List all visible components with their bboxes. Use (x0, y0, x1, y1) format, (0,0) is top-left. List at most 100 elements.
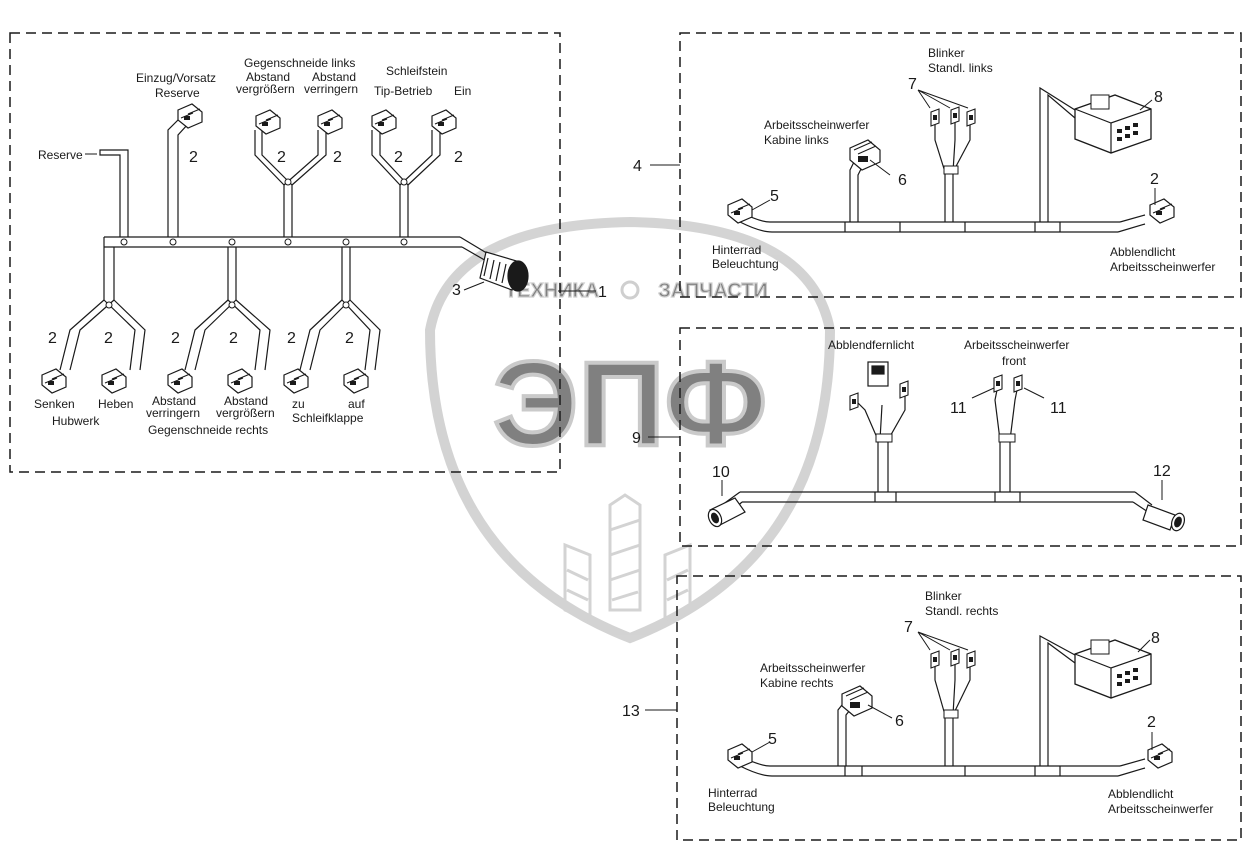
num-7-right: 7 (904, 619, 913, 636)
label-gegenschneide-links: Gegenschneide links (244, 56, 355, 70)
callout-1: 1 (598, 284, 607, 301)
plug-11a (993, 374, 1003, 393)
label-hinterrad-left-1: Hinterrad (712, 243, 761, 257)
cab-right-harness-panel: 13 Blinker Standl. rechts Arbeitssche (622, 575, 1242, 841)
connector-6-right (841, 685, 873, 717)
label-abstand-vr2-2: verringern (146, 406, 200, 420)
label-schleifklappe: Schleifklappe (292, 411, 364, 425)
label-abstand-vg-2: vergrößern (236, 82, 295, 96)
callout-4: 4 (633, 158, 642, 175)
num-2-abstand-vr-rechts: 2 (171, 330, 180, 347)
plug-7b-left (950, 106, 960, 125)
plug-11b (1013, 374, 1023, 393)
label-gegenschneide-rechts: Gegenschneide rechts (148, 423, 268, 437)
label-abstand-vg2-2: vergrößern (216, 406, 275, 420)
num-8-right: 8 (1151, 630, 1160, 647)
num-5-left: 5 (770, 188, 779, 205)
connector-2-left (1149, 198, 1175, 224)
num-2-tip-betrieb: 2 (394, 149, 403, 166)
label-abblend-left-1: Abblendlicht (1110, 245, 1176, 259)
label-abblend-left-2: Arbeitsscheinwerfer (1110, 260, 1215, 274)
round-connector-10 (707, 497, 746, 528)
num-7-left: 7 (908, 76, 917, 93)
callout-9: 9 (632, 430, 641, 447)
num-10: 10 (712, 464, 730, 481)
label-hubwerk: Hubwerk (52, 414, 100, 428)
num-2-abstand-vg-links: 2 (277, 149, 286, 166)
label-abstand-vr-2: verringern (304, 82, 358, 96)
plug-7c-right (966, 650, 976, 669)
connector-ein (431, 109, 457, 135)
label-abstand-vg2-1: Abstand (224, 394, 268, 408)
front-harness-panel: 9 (632, 327, 1242, 547)
main-harness-panel: Reserve Einzug/Vorsatz Reserve Gegenschn… (9, 32, 607, 473)
label-standl-rechts: Standl. rechts (925, 604, 998, 618)
label-blinker-left: Blinker (928, 46, 965, 60)
label-abblend-right-2: Arbeitsscheinwerfer (1108, 802, 1213, 816)
connector-8-right (1074, 639, 1152, 699)
label-einzug-vorsatz: Einzug/Vorsatz (136, 71, 216, 85)
connector-6-left (849, 139, 881, 171)
watermark-right-word: ЗАПЧАСТИ (658, 280, 768, 302)
connector-abstand-verringern-rechts (167, 368, 193, 394)
connector-senken (41, 368, 67, 394)
plug-7a-right (930, 650, 940, 669)
num-5-right: 5 (768, 731, 777, 748)
plug-abblend-b (899, 380, 909, 399)
label-ein: Ein (454, 84, 471, 98)
num-2-einzug: 2 (189, 149, 198, 166)
label-standl-links: Standl. links (928, 61, 993, 75)
num-2-abstand-vg-rechts: 2 (229, 330, 238, 347)
label-arbeit-front-2: front (1002, 354, 1027, 368)
watermark-logo-text: ЭПФ (493, 337, 767, 471)
connector-einzug (177, 103, 203, 129)
cab-left-harness-panel: 4 Blinker Standl. links Arbeitsschein (633, 32, 1242, 298)
plug-7a-left (930, 108, 940, 127)
label-arbeit-left-2: Kabine links (764, 133, 829, 147)
label-einzug-reserve: Reserve (155, 86, 200, 100)
watermark-shield-outline (424, 216, 836, 644)
plug-abblend-a (849, 392, 859, 411)
connector-abstand-vergroessern-rechts (227, 368, 253, 394)
harness-junctions (105, 178, 408, 309)
num-11-right: 11 (1050, 400, 1067, 417)
watermark-left-word: ТЕХНИКА (505, 280, 599, 302)
connector-abblendfern (867, 361, 889, 387)
label-tip-betrieb: Tip-Betrieb (374, 84, 433, 98)
watermark: ЭПФ ТЕХНИКА ЗАПЧАСТИ (424, 216, 836, 644)
label-arbeit-right-1: Arbeitsscheinwerfer (760, 661, 865, 675)
label-abblend-right-1: Abblendlicht (1108, 787, 1174, 801)
label-hinterrad-left-2: Beleuchtung (712, 257, 779, 271)
label-arbeit-right-2: Kabine rechts (760, 676, 833, 690)
connector-auf (343, 368, 369, 394)
num-6-right: 6 (895, 713, 904, 730)
callout-13: 13 (622, 703, 640, 720)
connector-abstand-vergroessern-links (255, 109, 281, 135)
num-2-heben: 2 (104, 330, 113, 347)
label-blinker-right: Blinker (925, 589, 962, 603)
watermark-gear-icon (620, 280, 640, 300)
num-2-left: 2 (1150, 171, 1159, 188)
round-connector-12 (1142, 504, 1186, 532)
plug-7b-right (950, 648, 960, 667)
label-zu: zu (292, 397, 305, 411)
label-abstand-vr2-1: Abstand (152, 394, 196, 408)
num-8-left: 8 (1154, 89, 1163, 106)
connector-heben (101, 368, 127, 394)
connector-tip-betrieb (371, 109, 397, 135)
label-hinterrad-right-2: Beleuchtung (708, 800, 775, 814)
label-arbeit-left-1: Arbeitsscheinwerfer (764, 118, 869, 132)
label-reserve-side: Reserve (38, 148, 83, 162)
label-abstand-vg-1: Abstand (246, 70, 290, 84)
label-schleifstein: Schleifstein (386, 64, 447, 78)
label-hinterrad-right-1: Hinterrad (708, 786, 757, 800)
label-heben: Heben (98, 397, 133, 411)
num-12: 12 (1153, 463, 1171, 480)
label-abblendfernlicht: Abblendfernlicht (828, 338, 915, 352)
num-3-plug: 3 (452, 282, 461, 299)
label-arbeit-front-1: Arbeitsscheinwerfer (964, 338, 1069, 352)
watermark-wheat-icon (563, 493, 692, 623)
label-senken: Senken (34, 397, 75, 411)
round-plug-3 (479, 251, 529, 292)
